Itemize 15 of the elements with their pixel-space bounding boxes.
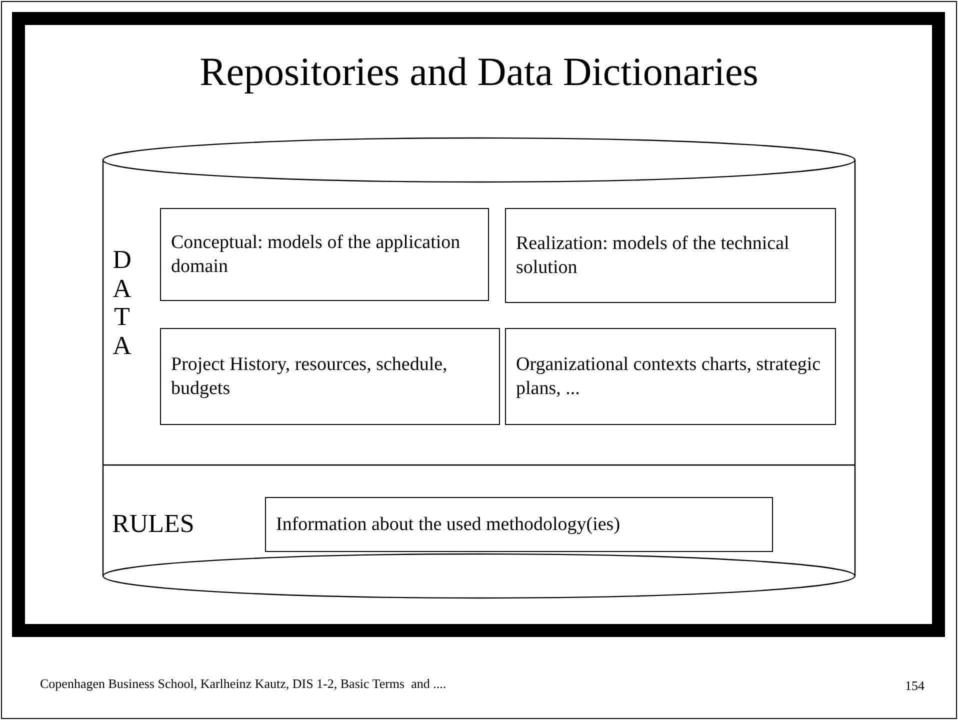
- content-box: [265, 497, 773, 552]
- box-text: Conceptual: models of the application domain: [171, 230, 462, 278]
- box-text: Realization: models of the technical solution: [516, 232, 790, 280]
- content-box: [505, 328, 836, 425]
- content-box: [160, 328, 500, 425]
- vertical-label: DATA: [112, 246, 132, 360]
- slide-title: Repositories and Data Dictionaries: [198, 48, 760, 95]
- content-box: [505, 208, 836, 303]
- content-box: [160, 208, 489, 301]
- footer-text: Copenhagen Business School, Karlheinz Kautz, DIS 1-2, Basic Terms and ....: [40, 676, 446, 692]
- section-label: RULES: [112, 509, 194, 539]
- box-text: Information about the used methodology(ies): [276, 512, 620, 536]
- box-text: Organizational contexts charts, strategic plans, ...: [516, 352, 822, 400]
- box-text: Project History, resources, schedule, budgets: [171, 352, 448, 400]
- page-number: 154: [905, 678, 924, 694]
